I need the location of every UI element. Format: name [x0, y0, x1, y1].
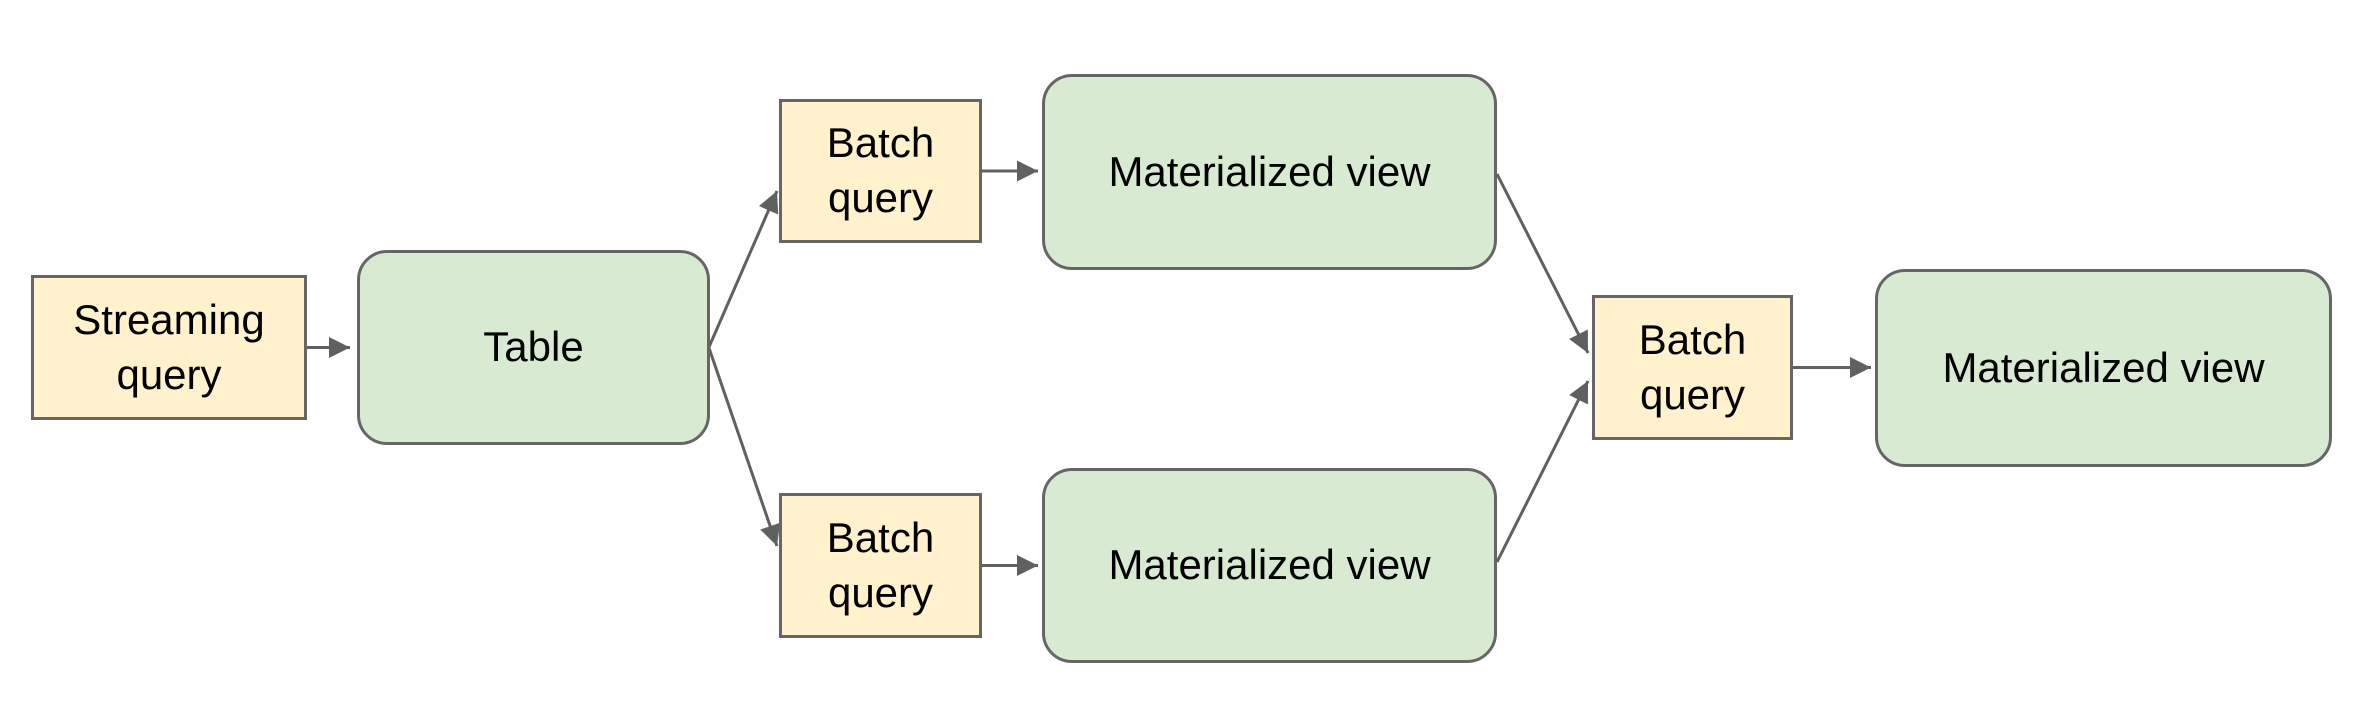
edge-mv-bottom-to-batch-query-right — [1495, 380, 1590, 563]
node-table-label: Table — [483, 323, 584, 371]
node-materialized-view-final-label: Materialized view — [1942, 343, 2265, 391]
edge-table-to-batch-query-top — [707, 190, 779, 348]
node-materialized-view-bottom-label: Materialized view — [1108, 541, 1431, 589]
node-table: Table — [357, 250, 710, 445]
node-materialized-view-top-label: Materialized view — [1108, 147, 1431, 195]
edge-mv-top-to-batch-query-right — [1495, 173, 1590, 354]
node-batch-query-right-label: Batch query — [1638, 315, 1747, 418]
node-streaming-query-label: Streaming query — [73, 295, 265, 398]
edge-table-to-batch-query-bottom — [707, 347, 781, 547]
node-materialized-view-top: Materialized view — [1042, 74, 1497, 270]
node-batch-query-top: Batch query — [779, 99, 982, 243]
node-streaming-query: Streaming query — [31, 275, 307, 420]
node-batch-query-top-label: Batch query — [826, 119, 935, 221]
node-materialized-view-bottom: Materialized view — [1042, 468, 1497, 663]
node-batch-query-right: Batch query — [1592, 295, 1793, 440]
node-batch-query-bottom-label: Batch query — [826, 513, 935, 616]
node-batch-query-bottom: Batch query — [779, 493, 982, 638]
node-materialized-view-final: Materialized view — [1875, 269, 2332, 467]
